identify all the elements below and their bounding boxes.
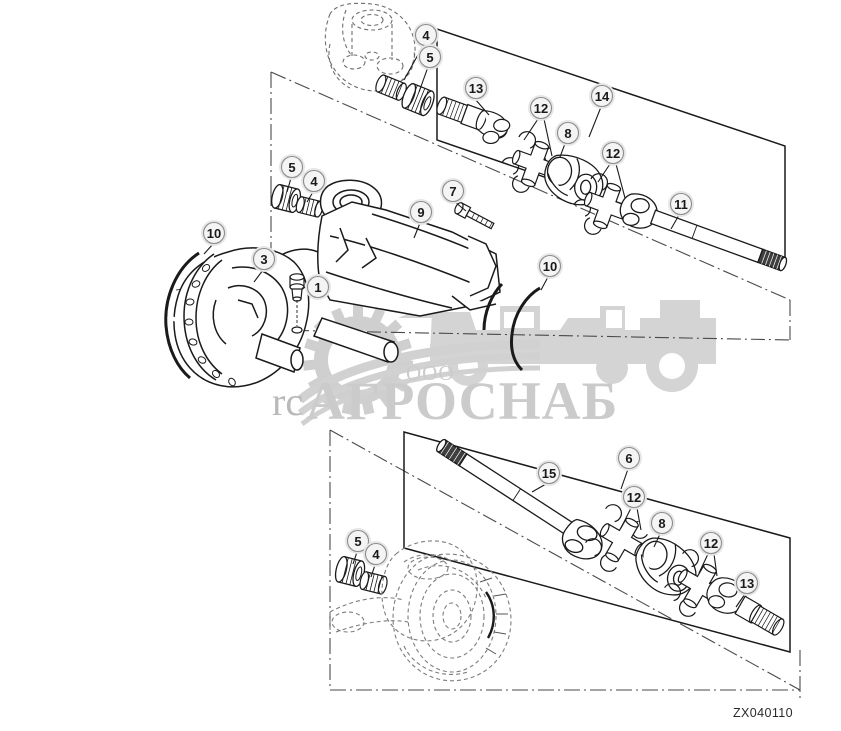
- callout-4[interactable]: 4: [363, 541, 389, 567]
- callout-ring: [364, 542, 388, 566]
- callout-5[interactable]: 5: [417, 44, 443, 70]
- part-7-bolt: [454, 202, 495, 230]
- bottom-hub-teeth: [479, 577, 508, 655]
- callout-14[interactable]: 14: [589, 83, 615, 109]
- callout-10[interactable]: 10: [201, 220, 227, 246]
- part-10-seal-left: [164, 251, 200, 380]
- callout-11[interactable]: 11: [668, 191, 694, 217]
- callout-15[interactable]: 15: [536, 460, 562, 486]
- part-10-seal-right: [482, 282, 541, 372]
- part-9-axle-housing: [273, 179, 501, 363]
- callout-10[interactable]: 10: [537, 253, 563, 279]
- callout-ring: [306, 275, 330, 299]
- callout-ring: [464, 76, 488, 100]
- callout-ring: [650, 511, 674, 535]
- watermark-sub-text: ООО: [406, 361, 455, 385]
- callout-13[interactable]: 13: [734, 570, 760, 596]
- top-knuckle-phantom: [324, 2, 416, 92]
- callout-ring: [556, 121, 580, 145]
- callout-1[interactable]: 1: [305, 274, 331, 300]
- callout-ring: [622, 485, 646, 509]
- part-4-nut-bottom: [359, 571, 388, 595]
- watermark-main-text: АГРОСНАБ: [306, 371, 618, 431]
- watermark-agrosnab: ООО АГРОСНАБ rc: [272, 300, 716, 431]
- callout-leader-lines: [203, 43, 746, 608]
- callout-4[interactable]: 4: [413, 22, 439, 48]
- callout-ring: [529, 96, 553, 120]
- callout-7[interactable]: 7: [440, 178, 466, 204]
- callout-9[interactable]: 9: [408, 199, 434, 225]
- callout-ring: [617, 446, 641, 470]
- part-15-axle-shaft-bottom: [436, 438, 603, 560]
- part-13-yoke-top: [436, 96, 511, 145]
- callout-ring: [669, 192, 693, 216]
- callout-ring: [418, 45, 442, 69]
- part-1-plug: [289, 273, 305, 334]
- bottom-hub-phantom: [329, 540, 512, 682]
- part-11-axle-shaft: [619, 193, 788, 272]
- callout-12[interactable]: 12: [621, 484, 647, 510]
- callout-ring: [414, 23, 438, 47]
- part-5-bearing-top: [401, 82, 435, 117]
- part-4-nut-mid: [295, 196, 324, 218]
- part-3-differential-carrier: [173, 247, 310, 388]
- watermark-fragment-text: rc: [272, 379, 303, 424]
- part-5-bearing-bottom: [334, 555, 366, 588]
- callout-ring: [346, 529, 370, 553]
- part-13-yoke-bottom: [706, 577, 785, 636]
- callout-ring: [202, 221, 226, 245]
- callout-12[interactable]: 12: [600, 140, 626, 166]
- part-4-nut-top: [375, 74, 407, 101]
- callout-12[interactable]: 12: [528, 95, 554, 121]
- callout-ring: [252, 247, 276, 271]
- callout-8[interactable]: 8: [649, 510, 675, 536]
- callout-3[interactable]: 3: [251, 246, 277, 272]
- callout-ring: [699, 531, 723, 555]
- callout-ring: [590, 84, 614, 108]
- callout-5[interactable]: 5: [279, 154, 305, 180]
- part-10-seal-left-gap: [167, 314, 177, 322]
- callout-ring: [409, 200, 433, 224]
- plate-id-label: ZX040110: [733, 706, 793, 720]
- callout-ring: [302, 169, 326, 193]
- bottom-hub-accent: [485, 591, 495, 639]
- callout-ring: [538, 254, 562, 278]
- callout-ring: [735, 571, 759, 595]
- lower-assembly-frame: [403, 431, 791, 653]
- callout-6[interactable]: 6: [616, 445, 642, 471]
- callout-ring: [441, 179, 465, 203]
- callout-ring: [537, 461, 561, 485]
- callout-13[interactable]: 13: [463, 75, 489, 101]
- callout-ring: [280, 155, 304, 179]
- callout-8[interactable]: 8: [555, 120, 581, 146]
- part-8-center-yoke-top: [544, 154, 604, 206]
- callout-ring: [601, 141, 625, 165]
- callout-12[interactable]: 12: [698, 530, 724, 556]
- callout-4[interactable]: 4: [301, 168, 327, 194]
